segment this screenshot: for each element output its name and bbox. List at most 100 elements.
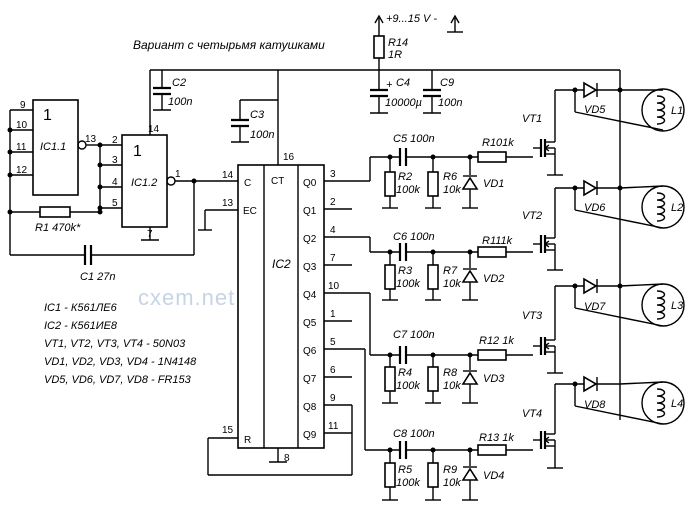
svg-text:C7 100n: C7 100n [393, 329, 435, 341]
r3-resistor [384, 264, 396, 290]
svg-text:R7: R7 [443, 265, 458, 277]
page-title: Вариант с четырьмя катушками [133, 38, 325, 52]
svg-text:IC1.2: IC1.2 [131, 177, 157, 189]
svg-text:L1: L1 [671, 105, 683, 117]
svg-text:1: 1 [133, 143, 142, 160]
vd6-diode [583, 179, 598, 197]
parts-legend: IC1 - К561ЛЕ6 IC2 - К561ИЕ8 VT1, VT2, VT… [44, 302, 197, 386]
svg-text:Q2: Q2 [303, 234, 317, 245]
svg-text:Q6: Q6 [303, 346, 317, 357]
svg-text:C9: C9 [440, 77, 454, 89]
svg-text:C6 100n: C6 100n [393, 231, 435, 243]
vd1-diode [461, 176, 479, 190]
svg-text:VD2: VD2 [483, 273, 504, 285]
svg-text:15: 15 [222, 425, 234, 436]
svg-text:R: R [244, 435, 251, 446]
svg-text:R12 1k: R12 1k [479, 335, 514, 347]
svg-text:10000µ: 10000µ [385, 97, 422, 109]
svg-text:3: 3 [330, 169, 336, 180]
svg-text:L3: L3 [671, 300, 684, 312]
svg-text:16: 16 [283, 152, 295, 163]
svg-text:10: 10 [16, 120, 28, 131]
svg-text:VD5, VD6, VD7, VD8 - FR153: VD5, VD6, VD7, VD8 - FR153 [44, 374, 192, 386]
svg-text:4: 4 [112, 177, 118, 188]
svg-text:Q5: Q5 [303, 318, 317, 329]
svg-text:IC2: IC2 [272, 257, 291, 271]
svg-text:100k: 100k [396, 184, 420, 196]
r11-resistor [477, 246, 507, 258]
svg-text:+: + [386, 79, 393, 91]
svg-text:C4: C4 [396, 77, 410, 89]
svg-text:R6: R6 [443, 171, 458, 183]
svg-text:R13 1k: R13 1k [479, 432, 514, 444]
svg-text:100n: 100n [438, 97, 462, 109]
svg-text:12: 12 [16, 165, 28, 176]
svg-text:C2: C2 [172, 77, 186, 89]
svg-text:VT3: VT3 [522, 310, 543, 322]
svg-text:R2: R2 [398, 171, 412, 183]
svg-text:Q0: Q0 [303, 178, 317, 189]
svg-text:2: 2 [112, 135, 118, 146]
svg-text:5: 5 [112, 198, 118, 209]
r1-resistor [39, 206, 71, 218]
svg-text:1: 1 [175, 169, 181, 180]
r12-resistor [477, 349, 507, 361]
ic1-2-gate [121, 134, 168, 228]
svg-text:VD1, VD2, VD3, VD4 - 1N4148: VD1, VD2, VD3, VD4 - 1N4148 [44, 356, 197, 368]
svg-text:VD5: VD5 [584, 104, 606, 116]
svg-text:2: 2 [330, 197, 336, 208]
svg-text:8: 8 [284, 453, 290, 464]
svg-text:13: 13 [85, 134, 97, 145]
svg-text:6: 6 [330, 365, 336, 376]
svg-text:Q3: Q3 [303, 262, 317, 273]
svg-text:CT: CT [271, 176, 284, 187]
svg-text:100k: 100k [396, 477, 420, 489]
svg-text:VD8: VD8 [584, 399, 606, 411]
svg-text:IC2 - К561ИЕ8: IC2 - К561ИЕ8 [44, 320, 118, 332]
channel-1: C5 100n R2 100k R6 10k VD1 R101k VT1 VD5 [369, 81, 685, 209]
r7-resistor [427, 264, 439, 290]
svg-text:10: 10 [328, 281, 340, 292]
svg-text:Q9: Q9 [303, 430, 317, 441]
r13-resistor [477, 444, 507, 456]
svg-text:100k: 100k [396, 380, 420, 392]
channel-4: C8 100n R5 100k R9 10k VD4 R13 1k VT4 VD… [382, 375, 685, 501]
svg-text:11: 11 [328, 421, 339, 432]
svg-text:1: 1 [43, 107, 52, 124]
svg-text:C3: C3 [250, 109, 265, 121]
svg-text:VD3: VD3 [483, 373, 505, 385]
svg-text:R4: R4 [398, 367, 412, 379]
svg-text:14: 14 [148, 124, 160, 135]
r4-resistor [384, 366, 396, 392]
svg-text:100n: 100n [250, 129, 274, 141]
svg-text:L4: L4 [671, 398, 683, 410]
svg-text:7: 7 [147, 229, 153, 240]
svg-text:C: C [244, 178, 251, 189]
svg-text:EC: EC [243, 206, 257, 217]
svg-text:5: 5 [330, 337, 336, 348]
svg-text:100k: 100k [396, 278, 420, 290]
svg-text:VT1: VT1 [522, 113, 542, 125]
svg-text:11: 11 [16, 142, 27, 153]
svg-text:C5 100n: C5 100n [393, 133, 435, 145]
svg-text:Q8: Q8 [303, 402, 317, 413]
svg-text:VD7: VD7 [584, 301, 606, 313]
svg-text:9: 9 [20, 100, 26, 111]
svg-text:10k: 10k [443, 278, 461, 290]
r5-resistor [384, 462, 396, 488]
svg-text:14: 14 [222, 170, 234, 181]
svg-text:VD6: VD6 [584, 202, 606, 214]
svg-text:100n: 100n [168, 96, 192, 108]
svg-text:R1 470k*: R1 470k* [35, 222, 81, 234]
svg-text:R5: R5 [398, 464, 413, 476]
svg-text:R8: R8 [443, 367, 458, 379]
svg-text:4: 4 [330, 225, 336, 236]
vd4-diode [461, 467, 479, 481]
r6-resistor [427, 171, 439, 197]
svg-text:1: 1 [330, 309, 336, 320]
vd8-diode [583, 375, 598, 393]
svg-text:Q7: Q7 [303, 374, 317, 385]
svg-text:IC1.1: IC1.1 [40, 141, 66, 153]
svg-text:VT2: VT2 [522, 210, 542, 222]
